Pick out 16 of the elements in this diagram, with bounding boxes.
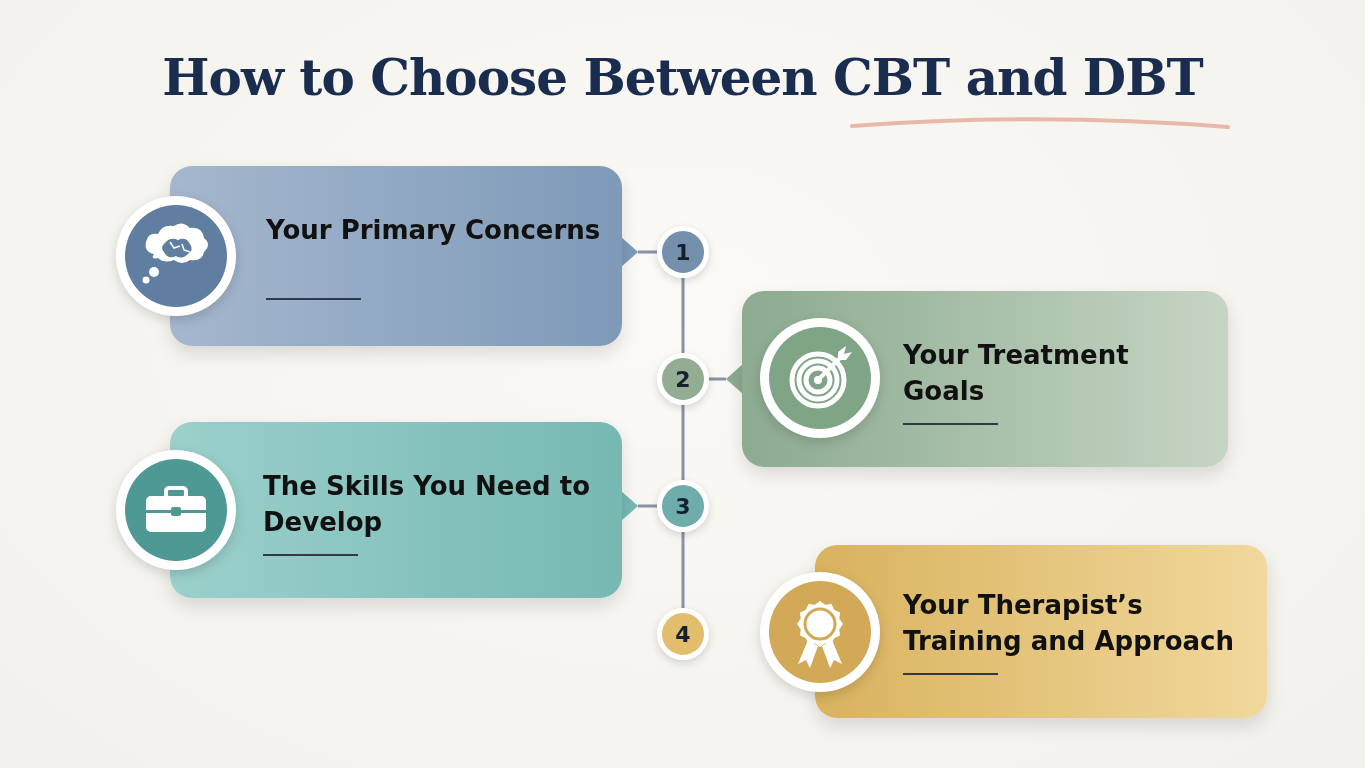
connector-line xyxy=(638,250,657,254)
connector-line xyxy=(681,532,685,608)
connector-line xyxy=(638,504,657,508)
card-heading: Your Primary Concerns xyxy=(266,214,602,247)
step-number-badge: 2 xyxy=(657,353,709,405)
step-number-badge: 4 xyxy=(657,608,709,660)
connector-line xyxy=(709,377,726,381)
connector-line xyxy=(681,405,685,480)
step-number-badge: 3 xyxy=(657,480,709,532)
step-card xyxy=(742,291,1228,467)
card-heading: The Skills You Need to Develop xyxy=(263,470,592,539)
title: How to Choose Between CBT and DBT xyxy=(161,48,1205,107)
card-heading: Your Treatment Goals xyxy=(903,339,1130,408)
connector-line xyxy=(681,278,685,353)
step-number-badge: 1 xyxy=(657,226,709,278)
card-heading: Your Therapist’s Training and Approach xyxy=(903,589,1235,658)
